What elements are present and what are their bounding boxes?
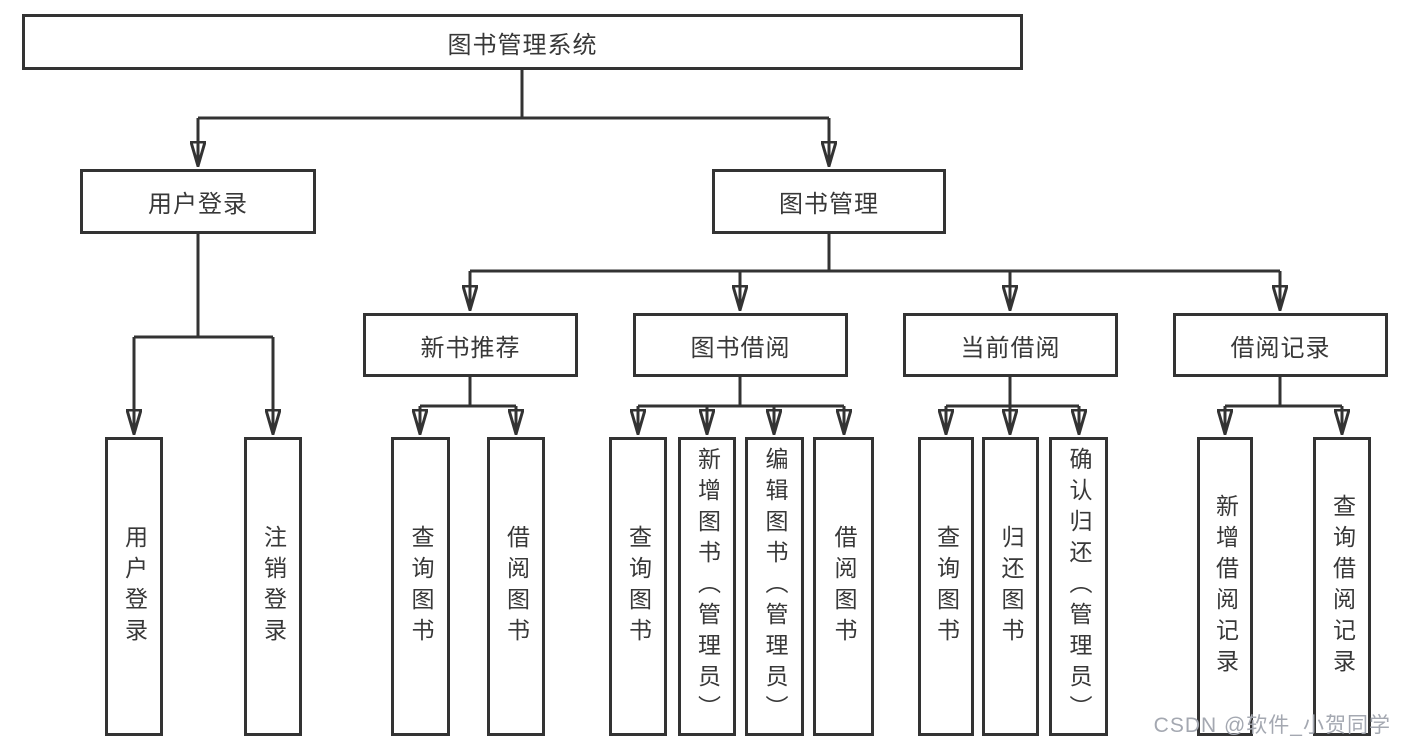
leaf-records-query: 查询借阅记录 <box>1313 437 1371 736</box>
leaf-logout: 注销登录 <box>244 437 302 736</box>
leaf-current-query-label: 查询图书 <box>933 524 960 649</box>
leaf-borrow-edit-admin-label: 编辑图书（管理员） <box>762 447 788 726</box>
leaf-records-query-label: 查询借阅记录 <box>1329 493 1356 680</box>
leaf-user-login: 用户登录 <box>105 437 163 736</box>
node-book-mgmt-label: 图书管理 <box>779 191 879 218</box>
leaf-borrow-edit-admin: 编辑图书（管理员） <box>745 437 804 736</box>
leaf-user-login-label: 用户登录 <box>121 524 148 649</box>
leaf-newbook-borrow: 借阅图书 <box>487 437 545 736</box>
node-root: 图书管理系统 <box>22 14 1023 70</box>
node-root-label: 图书管理系统 <box>447 31 598 59</box>
node-new-book-rec-label: 新书推荐 <box>420 334 521 362</box>
leaf-records-add: 新增借阅记录 <box>1197 437 1253 736</box>
node-borrow-records: 借阅记录 <box>1173 313 1388 377</box>
node-current-borrow: 当前借阅 <box>903 313 1118 377</box>
leaf-borrow-query-label: 查询图书 <box>625 524 652 649</box>
leaf-current-return: 归还图书 <box>982 437 1039 736</box>
leaf-current-query: 查询图书 <box>918 437 974 736</box>
node-user-login-label: 用户登录 <box>148 191 248 218</box>
csdn-watermark: CSDN @软件_小贺同学 <box>1153 714 1391 737</box>
node-current-borrow-label: 当前借阅 <box>960 334 1061 362</box>
leaf-newbook-query: 查询图书 <box>391 437 450 736</box>
node-book-borrow: 图书借阅 <box>633 313 848 377</box>
leaf-borrow-add-admin-label: 新增图书（管理员） <box>694 447 721 726</box>
leaf-newbook-borrow-label: 借阅图书 <box>503 524 530 649</box>
node-book-borrow-label: 图书借阅 <box>690 334 791 362</box>
node-new-book-rec: 新书推荐 <box>363 313 578 377</box>
leaf-borrow-borrow-label: 借阅图书 <box>831 524 857 649</box>
leaf-records-add-label: 新增借阅记录 <box>1212 493 1239 680</box>
node-user-login: 用户登录 <box>80 169 316 234</box>
leaf-current-confirm-admin: 确认归还（管理员） <box>1049 437 1108 736</box>
node-book-mgmt: 图书管理 <box>712 169 946 234</box>
leaf-current-return-label: 归还图书 <box>998 524 1024 649</box>
node-borrow-records-label: 借阅记录 <box>1230 334 1331 362</box>
leaf-borrow-borrow: 借阅图书 <box>813 437 874 736</box>
leaf-newbook-query-label: 查询图书 <box>408 524 434 649</box>
leaf-current-confirm-admin-label: 确认归还（管理员） <box>1066 447 1092 726</box>
leaf-logout-label: 注销登录 <box>260 524 287 649</box>
leaf-borrow-query: 查询图书 <box>609 437 667 736</box>
leaf-borrow-add-admin: 新增图书（管理员） <box>678 437 736 736</box>
